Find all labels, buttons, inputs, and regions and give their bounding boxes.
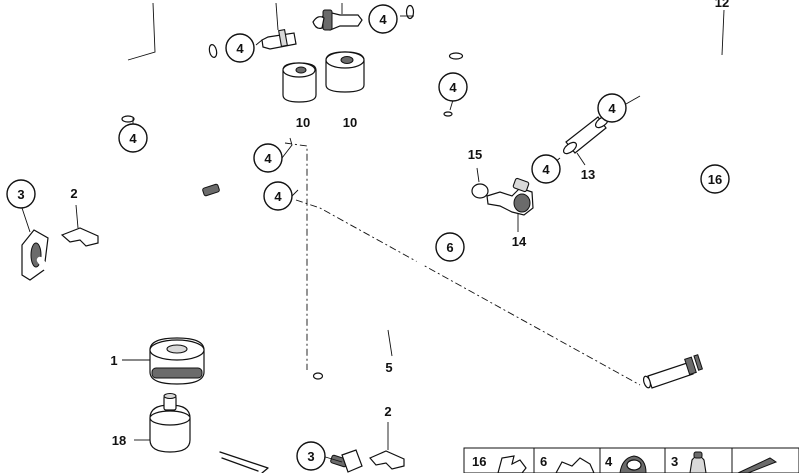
svg-text:3: 3: [17, 187, 24, 202]
callout-4-left: 4: [118, 123, 148, 153]
callout-4-right-a: 4: [597, 93, 627, 123]
svg-text:6: 6: [540, 454, 547, 469]
label-14: 14: [512, 234, 527, 249]
label-10-right: 10: [343, 115, 357, 130]
callout-3-left: 3: [6, 179, 36, 209]
label-1: 1: [110, 353, 117, 368]
legend-cell-16: 16: [472, 454, 527, 473]
spring-clip-bottom: [219, 451, 269, 473]
hose-piece-13: [562, 115, 610, 166]
bent-hose-top-left: [121, 44, 218, 124]
svg-text:4: 4: [379, 12, 387, 27]
svg-text:4: 4: [264, 151, 272, 166]
svg-text:16: 16: [708, 172, 722, 187]
bent-hose-top-center: [404, 4, 464, 61]
label-10-left: 10: [296, 115, 310, 130]
svg-text:4: 4: [542, 162, 550, 177]
o-ring-15: [471, 167, 489, 199]
label-5: 5: [385, 360, 392, 375]
valve-1: [122, 337, 205, 385]
legend-cell-3: 3: [671, 451, 707, 473]
clip-2-top: [60, 204, 99, 247]
callout-16: 16: [700, 164, 730, 194]
label-18: 18: [112, 433, 126, 448]
callout-6: 6: [435, 232, 465, 262]
hose-5: [312, 110, 453, 380]
label-15: 15: [468, 147, 482, 162]
callout-4-top-right: 4: [368, 4, 398, 34]
callout-4-top-mid: 4: [225, 33, 255, 63]
svg-text:4: 4: [129, 131, 137, 146]
svg-text:4: 4: [274, 189, 282, 204]
bushing-10-left: [282, 62, 317, 103]
clip-2-bottom: [369, 422, 405, 470]
legend-cell-6: 6: [540, 454, 595, 473]
bushing-10-right: [325, 51, 365, 93]
svg-text:4: 4: [236, 41, 244, 56]
connector-top-b: [312, 3, 363, 31]
svg-text:4: 4: [605, 454, 613, 469]
hose-16: [628, 66, 774, 389]
svg-text:4: 4: [449, 80, 457, 95]
parts-legend: 16 6 4 3: [463, 447, 799, 473]
elbow-connector-14: [486, 177, 534, 232]
svg-text:6: 6: [446, 240, 453, 255]
callout-4-center-b: 4: [263, 181, 293, 211]
callout-4-hose5-top: 4: [438, 72, 468, 102]
callout-4-right-b: 4: [531, 154, 561, 184]
damper-18: [134, 392, 191, 453]
label-12: 12: [715, 0, 729, 10]
svg-text:16: 16: [472, 454, 486, 469]
label-2-top: 2: [70, 186, 77, 201]
callout-3-bottom: 3: [296, 441, 326, 471]
callout-4-center-a: 4: [253, 143, 283, 173]
legend-cell-arrow: [737, 457, 778, 473]
legend-cell-4: 4: [605, 454, 647, 473]
svg-text:3: 3: [307, 449, 314, 464]
dash-dot-reference-lines: [284, 142, 641, 386]
label-2-bottom: 2: [384, 404, 391, 419]
label-13: 13: [581, 167, 595, 182]
hose-assembly-main: [36, 183, 348, 468]
bracket-3-left: [20, 204, 49, 281]
svg-text:3: 3: [671, 454, 678, 469]
svg-text:4: 4: [608, 101, 616, 116]
connector-top-a: [261, 2, 297, 50]
